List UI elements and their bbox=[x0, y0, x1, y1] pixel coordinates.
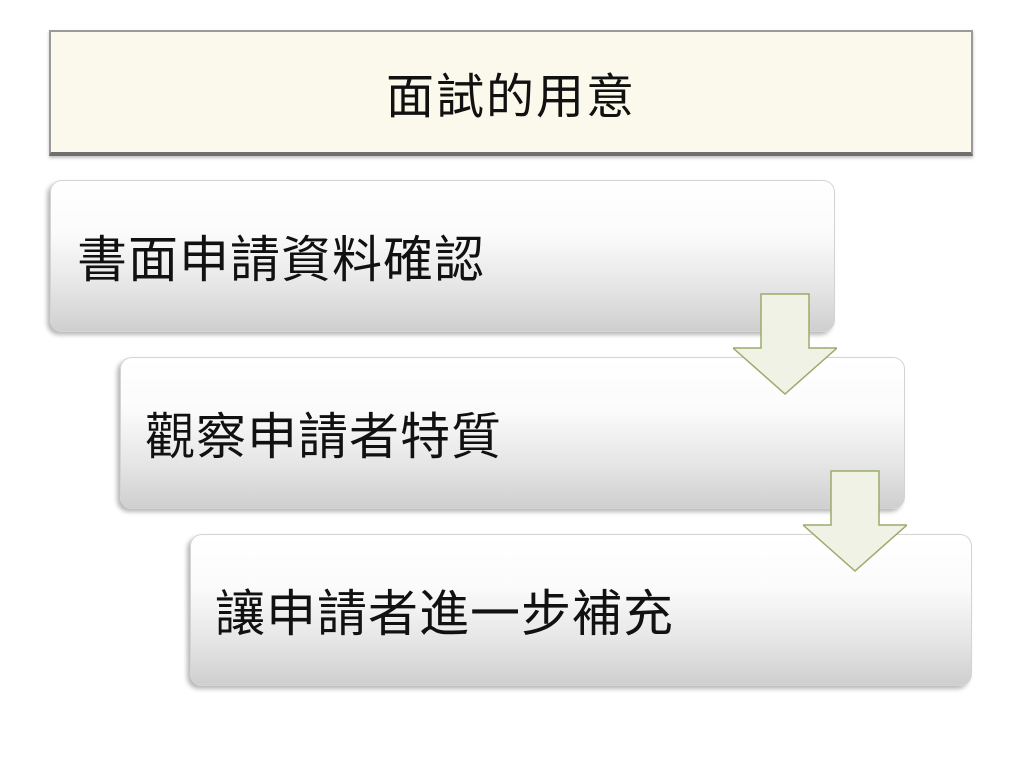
process-step-1-label: 書面申請資料確認 bbox=[77, 231, 485, 289]
down-arrow-icon bbox=[803, 470, 907, 573]
slide-title: 面試的用意 bbox=[385, 69, 636, 125]
down-arrow-icon bbox=[733, 293, 837, 396]
process-step-3: 讓申請者進一步補充 bbox=[190, 534, 972, 686]
process-step-1: 書面申請資料確認 bbox=[50, 180, 835, 332]
process-step-3-label: 讓申請者進一步補充 bbox=[215, 585, 674, 643]
process-step-2-label: 觀察申請者特質 bbox=[145, 408, 502, 466]
title-box: 面試的用意 bbox=[49, 30, 973, 156]
